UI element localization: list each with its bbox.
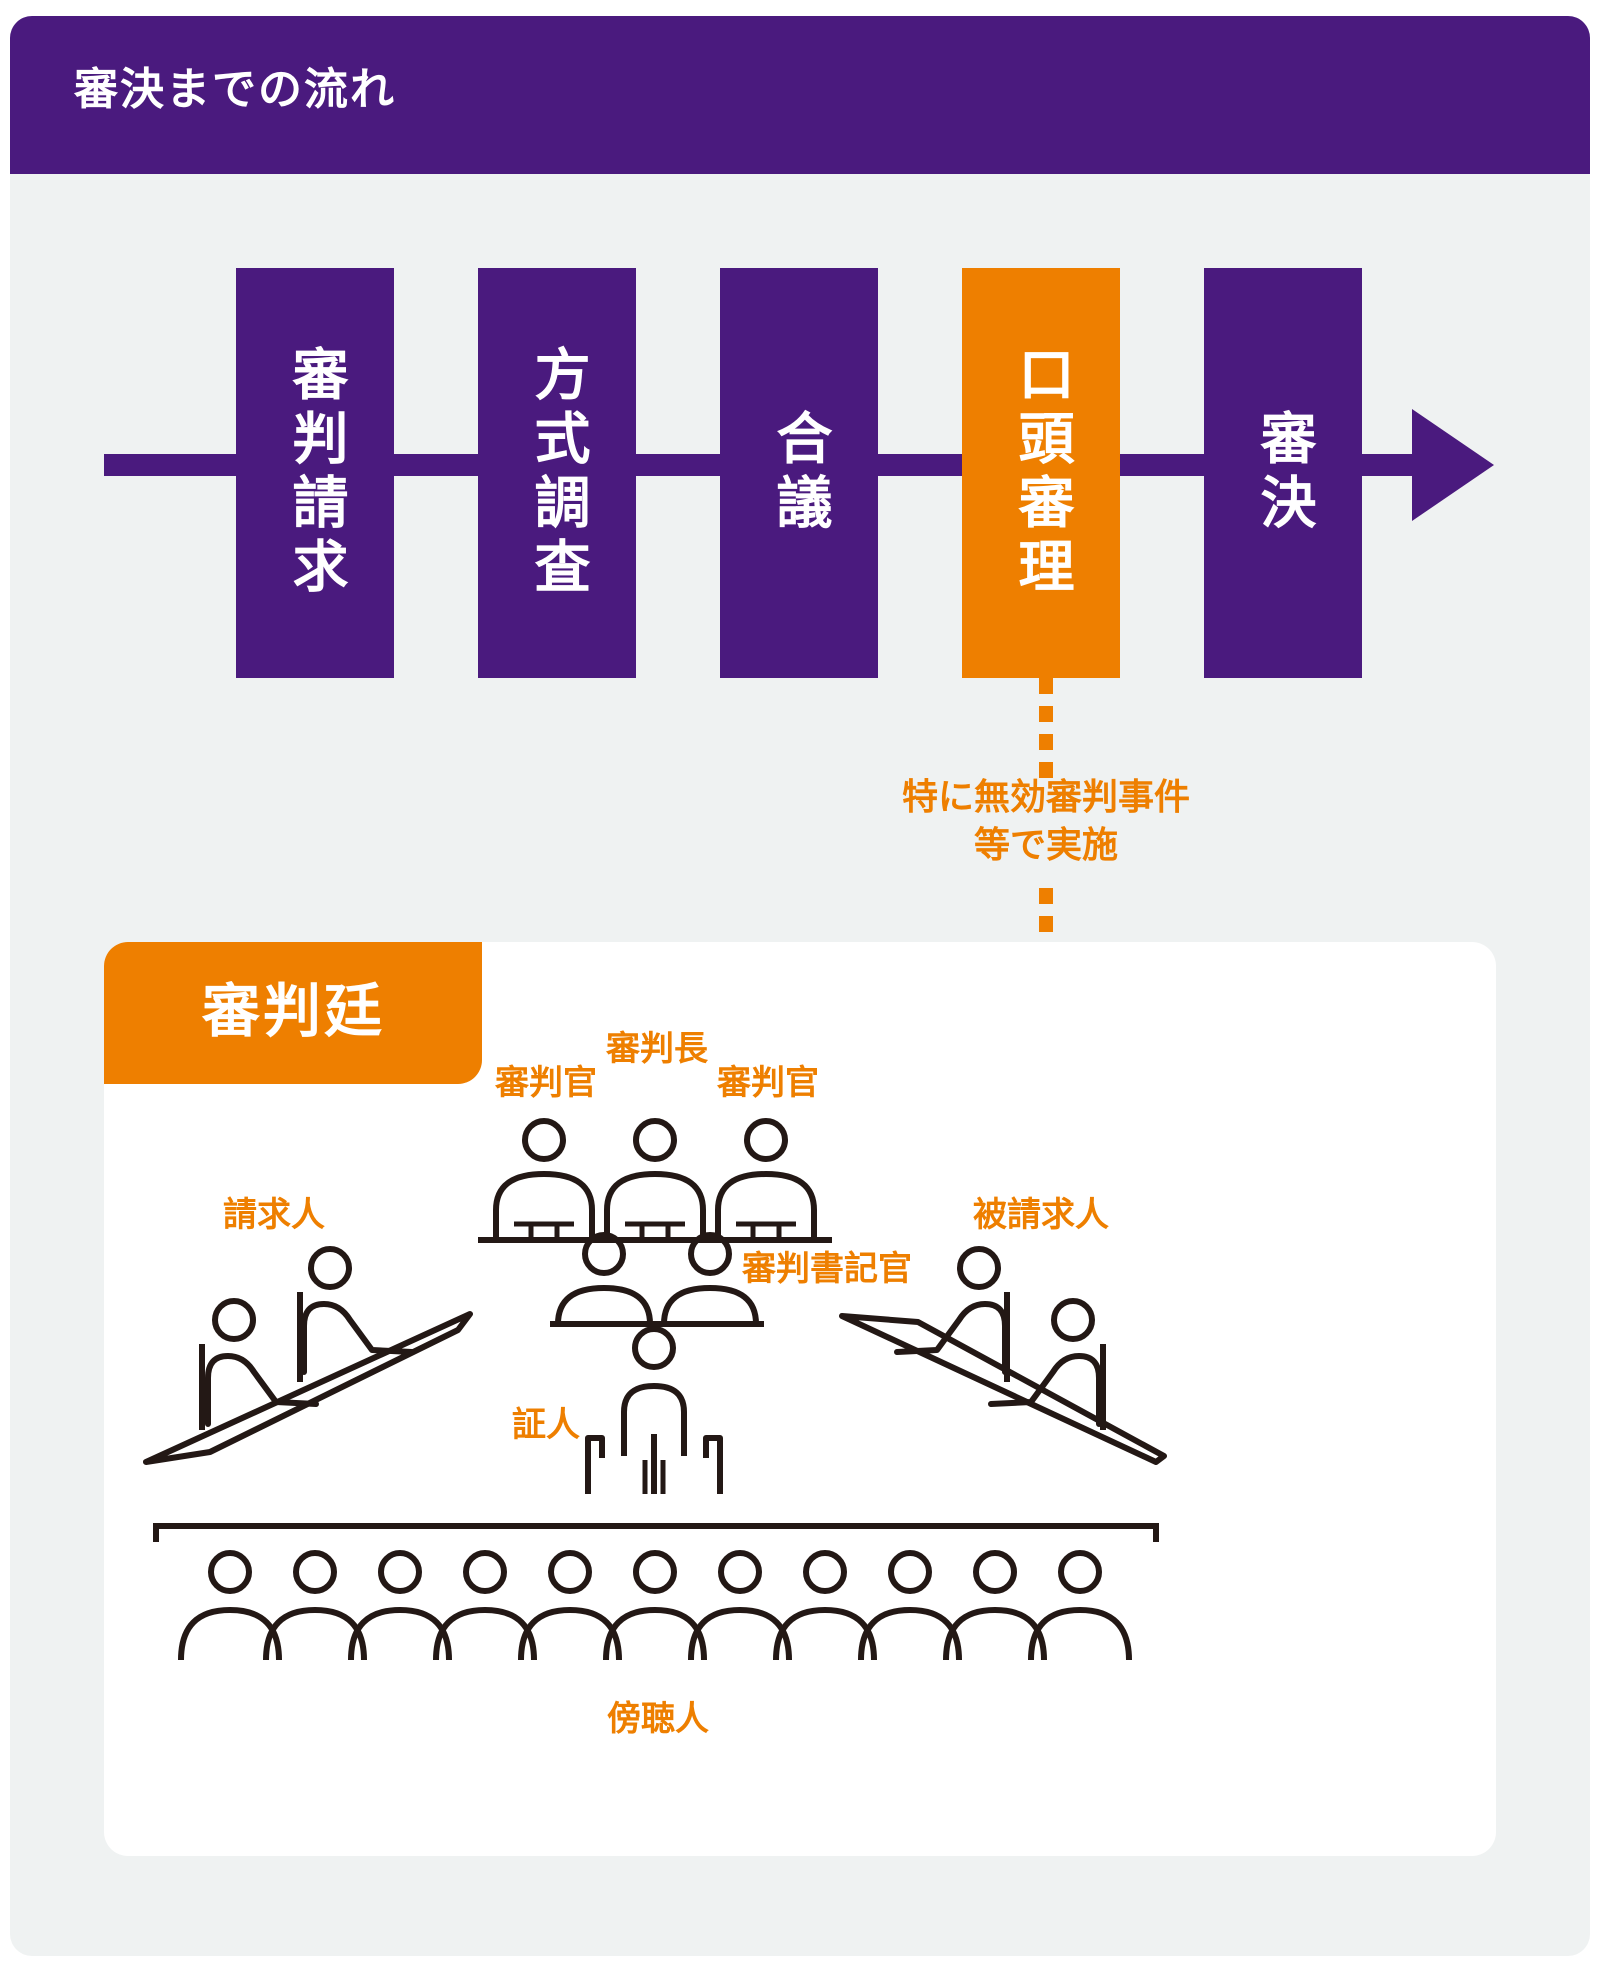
courtroom-illustration: 審判長 審判官 審判官 審判書記官 請求人 被請求人 証人 傍聴人 <box>143 1029 1167 1739</box>
audience-figure <box>946 1553 1044 1660</box>
step-label: 審判請求 <box>283 345 348 601</box>
flow-card: 審決までの流れ 審判請求 方式調査 合議 口頭審理 審決 特に無効審判事件 等で… <box>10 16 1590 1956</box>
audience-figure <box>521 1553 619 1660</box>
audience-figure <box>1031 1553 1129 1660</box>
courtroom-tab: 審判廷 <box>104 942 482 1084</box>
demandant-desk <box>143 1311 473 1465</box>
demandee-figures <box>897 1249 1106 1430</box>
page-title: 審決までの流れ <box>74 64 396 115</box>
judge-right-label: 審判官 <box>716 1063 819 1103</box>
judge-right-figure <box>718 1121 814 1240</box>
witness-label: 証人 <box>512 1405 580 1445</box>
oral-hearing-note: 特に無効審判事件 等で実施 <box>846 774 1246 870</box>
demandee-desk <box>839 1313 1167 1465</box>
clerk-figure <box>558 1235 650 1324</box>
gallery-rail <box>153 1523 1159 1542</box>
audience-figure <box>266 1553 364 1660</box>
chief-judge-figure <box>607 1121 703 1240</box>
chief-judge-label: 審判長 <box>605 1029 709 1069</box>
demandee-figure <box>897 1249 1005 1372</box>
step-label: 方式調査 <box>525 345 590 601</box>
courtroom-panel: 審判廷 <box>104 942 1496 1856</box>
note-line-1: 特に無効審判事件 <box>901 777 1190 818</box>
step-formality-check: 方式調査 <box>478 268 636 678</box>
step-decision: 審決 <box>1204 268 1362 678</box>
step-petition: 審判請求 <box>236 268 394 678</box>
audience-label: 傍聴人 <box>607 1699 709 1739</box>
step-label: 口頭審理 <box>1009 345 1074 601</box>
audience-figure <box>691 1553 789 1660</box>
clerk-label: 審判書記官 <box>741 1249 912 1289</box>
audience-figure <box>776 1553 874 1660</box>
header-bar: 審決までの流れ <box>10 16 1590 174</box>
audience-figure <box>181 1553 279 1660</box>
step-label: 合議 <box>767 409 832 537</box>
judge-left-label: 審判官 <box>494 1063 597 1103</box>
demandant-figure <box>304 1249 412 1372</box>
courtroom-title: 審判廷 <box>202 977 386 1045</box>
audience-figure <box>436 1553 534 1660</box>
note-line-2: 等で実施 <box>973 825 1118 866</box>
step-deliberation: 合議 <box>720 268 878 678</box>
judge-left-figure <box>496 1121 592 1240</box>
flow-arrow-head-icon <box>1412 409 1494 521</box>
demandee-label: 被請求人 <box>973 1195 1109 1235</box>
step-oral-hearing: 口頭審理 <box>962 268 1120 678</box>
demandant-label: 請求人 <box>223 1195 325 1235</box>
audience-figure <box>606 1553 704 1660</box>
witness-figure <box>585 1326 723 1494</box>
audience-figure <box>861 1553 959 1660</box>
dotted-connector <box>1039 678 1053 778</box>
step-label: 審決 <box>1251 409 1316 537</box>
audience-figure <box>351 1553 449 1660</box>
